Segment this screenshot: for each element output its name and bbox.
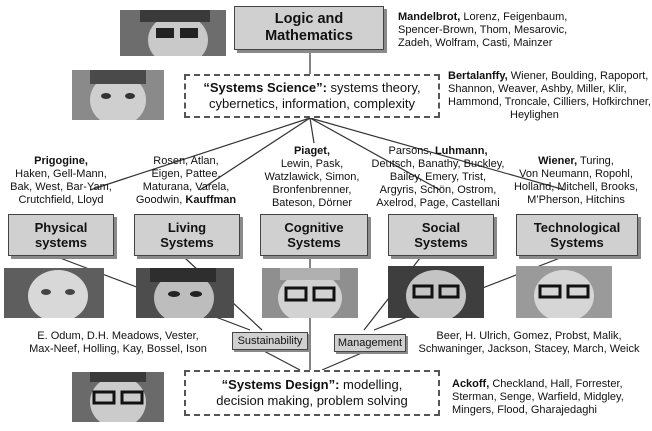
- portrait-photo-systems-design: [72, 372, 164, 422]
- living-systems-box: Living Systems: [134, 214, 240, 256]
- systems-design-box: “Systems Design”: modelling, decision ma…: [184, 370, 440, 416]
- box-text: systems theory,: [326, 80, 421, 95]
- box-text: decision making, problem solving: [216, 393, 408, 408]
- name-line: Von Neumann, Ropohl,: [519, 168, 633, 180]
- portrait-photo-systems-science: [72, 70, 164, 120]
- portrait-photo-living: [136, 268, 234, 318]
- logic-names: Mandelbrot, Lorenz, Feigenbaum, Spencer-…: [398, 11, 567, 50]
- lead-name: Mandelbrot,: [398, 11, 461, 23]
- name-line: Bak, West, Bar-Yam,: [10, 181, 112, 193]
- physical-names: Prigogine, Haken, Gell-Mann, Bak, West, …: [6, 155, 116, 207]
- portrait-photo-physical: [4, 268, 104, 318]
- management-names: Beer, H. Ulrich, Gomez, Probst, Malik, S…: [414, 330, 644, 356]
- name-text: Lorenz, Feigenbaum,: [460, 11, 568, 23]
- portrait-icon: [262, 268, 358, 318]
- lead-name: Bertalanffy,: [448, 70, 508, 82]
- logic-mathematics-box: Logic and Mathematics: [234, 6, 384, 50]
- name-line: Argyris, Schön, Ostrom,: [379, 184, 497, 196]
- name-text: Wiener, Boulding, Rapoport,: [507, 70, 649, 82]
- lead-name: Luhmann,: [434, 145, 488, 157]
- name-line: Maturana, Varela,: [142, 181, 230, 193]
- portrait-icon: [388, 266, 484, 318]
- name-line: Spencer-Brown, Thom, Mesarovic,: [398, 24, 568, 36]
- name-line: Hammond, Troncale, Cilliers, Hofkirchner…: [448, 96, 651, 108]
- name-line: Max-Neef, Holling, Kay, Bossel, Ison: [29, 343, 207, 355]
- name-line: Beer, H. Ulrich, Gomez, Probst, Malik,: [436, 330, 622, 342]
- portrait-photo-social: [388, 266, 484, 318]
- name-line: Bateson, Dörner: [271, 197, 353, 209]
- systems-design-names: Ackoff, Checkland, Hall, Forrester, Ster…: [452, 378, 624, 417]
- cognitive-names: Piaget, Lewin, Pask, Watzlawick, Simon, …: [256, 145, 368, 210]
- box-title: “Systems Science”:: [203, 80, 327, 95]
- lead-name: Kauffman: [185, 194, 237, 206]
- name-line: Deutsch, Banathy, Buckley,: [371, 158, 505, 170]
- box-title: “Systems Design”:: [221, 377, 340, 392]
- portrait-photo-cognitive: [262, 268, 358, 318]
- systems-science-names: Bertalanffy, Wiener, Boulding, Rapoport,…: [448, 70, 651, 122]
- portrait-icon: [72, 70, 164, 120]
- name-line: Haken, Gell-Mann,: [15, 168, 107, 180]
- systems-science-box: “Systems Science”: systems theory, cyber…: [184, 74, 440, 118]
- portrait-icon: [72, 372, 164, 422]
- lead-name: Prigogine,: [34, 155, 88, 167]
- portrait-icon: [120, 10, 226, 56]
- name-line: Sterman, Senge, Warfield, Midgley,: [452, 391, 624, 403]
- name-line: M’Pherson, Hitchins: [527, 194, 625, 206]
- portrait-icon: [4, 268, 104, 318]
- name-line: Eigen, Pattee,: [151, 168, 221, 180]
- lead-name: Wiener,: [538, 155, 578, 167]
- name-line: Crutchfield, Lloyd: [18, 194, 104, 206]
- lead-name: Ackoff,: [452, 378, 490, 390]
- cognitive-systems-box: Cognitive Systems: [260, 214, 368, 256]
- name-text: Checkland, Hall, Forrester,: [489, 378, 623, 390]
- sustainability-names: E. Odum, D.H. Meadows, Vester, Max-Neef,…: [14, 330, 222, 356]
- name-line: Heylighen: [510, 109, 559, 121]
- name-line: Lewin, Pask,: [280, 158, 344, 170]
- name-line: Axelrod, Page, Castellani: [376, 197, 500, 209]
- portrait-icon: [516, 266, 612, 318]
- name-line: Bronfenbrenner,: [272, 184, 352, 196]
- name-line: Zadeh, Wolfram, Casti, Mainzer: [398, 37, 553, 49]
- name-text: Turing,: [577, 155, 614, 167]
- social-names: Parsons, Luhmann, Deutsch, Banathy, Buck…: [370, 145, 506, 210]
- name-line: Bailey, Emery, Trist,: [389, 171, 487, 183]
- name-text: Parsons,: [388, 145, 435, 157]
- social-systems-box: Social Systems: [388, 214, 494, 256]
- box-text: cybernetics, information, complexity: [209, 96, 415, 111]
- name-line: Shannon, Weaver, Ashby, Miller, Klir,: [448, 83, 627, 95]
- name-line: Watzlawick, Simon,: [264, 171, 360, 183]
- portrait-icon: [136, 268, 234, 318]
- sustainability-box: Sustainability: [232, 332, 308, 350]
- name-line: Holland, Mitchell, Brooks,: [513, 181, 639, 193]
- name-line: Schwaninger, Jackson, Stacey, March, Wei…: [418, 343, 640, 355]
- management-box: Management: [334, 334, 406, 352]
- name-line: Mingers, Flood, Gharajedaghi: [452, 404, 597, 416]
- name-line: Rosen, Atlan,: [153, 155, 219, 167]
- technological-systems-box: Technological Systems: [516, 214, 638, 256]
- physical-systems-box: Physical systems: [8, 214, 114, 256]
- box-text: modelling,: [339, 377, 403, 392]
- living-names: Rosen, Atlan, Eigen, Pattee, Maturana, V…: [130, 155, 242, 207]
- technological-names: Wiener, Turing, Von Neumann, Ropohl, Hol…: [506, 155, 646, 207]
- lead-name: Piaget,: [293, 145, 331, 157]
- name-text: Goodwin,: [135, 194, 186, 206]
- portrait-photo-top: [120, 10, 226, 56]
- portrait-photo-technological: [516, 266, 612, 318]
- name-line: E. Odum, D.H. Meadows, Vester,: [37, 330, 199, 342]
